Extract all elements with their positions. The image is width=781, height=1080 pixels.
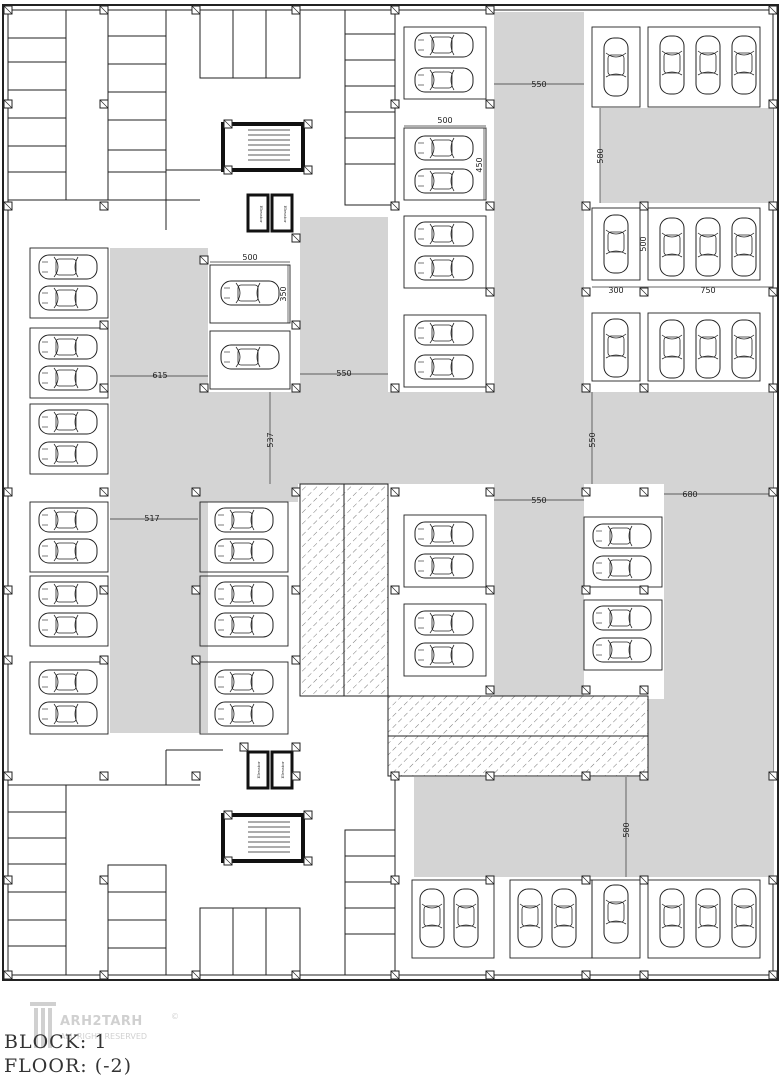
dim-550-mid: 550 — [336, 369, 351, 378]
dim-517: 517 — [144, 514, 159, 523]
block-label: BLOCK: 1 — [4, 1031, 108, 1053]
dim-350: 350 — [279, 286, 288, 301]
dim-500-top: 500 — [437, 116, 452, 125]
dim-550-top: 550 — [531, 80, 546, 89]
dimension-values: 550 500 450 580 500 300 750 500 350 615 … — [144, 80, 715, 838]
drawing-caption: BLOCK: 1 FLOOR: (-2) — [4, 1030, 132, 1078]
elevator-label: Elevator — [259, 205, 264, 222]
parking-bays — [29, 26, 761, 959]
ramps — [299, 483, 649, 777]
elevator-labels: Elevator Elevator Elevator Elevator — [256, 205, 288, 778]
copyright-mark: © — [171, 1012, 179, 1021]
stair-core-top — [165, 122, 305, 233]
floor-label: FLOOR: (-2) — [4, 1055, 133, 1077]
dim-500-right: 500 — [639, 236, 648, 251]
outer-wall — [2, 4, 779, 981]
elevator-label: Elevator — [280, 761, 285, 778]
dim-450: 450 — [475, 157, 484, 172]
dimension-lines — [110, 83, 773, 877]
dim-750: 750 — [700, 286, 715, 295]
parking-floor-plan: Elevator Elevator Elevator Elevator 550 … — [2, 4, 779, 981]
dim-500-left: 500 — [242, 253, 257, 262]
dim-550-low: 550 — [531, 496, 546, 505]
dim-550-right: 550 — [588, 432, 597, 447]
dim-580-top: 580 — [596, 148, 605, 163]
dim-615: 615 — [152, 371, 167, 380]
dim-300: 300 — [608, 286, 623, 295]
elevator-label: Elevator — [256, 761, 261, 778]
stair-core-bottom — [165, 749, 305, 863]
watermark-logo: ARH2TARH ALL RIGHT RESERVED © — [28, 1000, 188, 1055]
dim-580-bottom: 580 — [622, 822, 631, 837]
dim-537: 537 — [266, 432, 275, 447]
dim-680: 680 — [682, 490, 697, 499]
elevator-label: Elevator — [283, 205, 288, 222]
watermark-brand: ARH2TARH — [60, 1014, 143, 1029]
column-logo-icon — [30, 1002, 56, 1048]
watermark-rights: ALL RIGHT RESERVED — [60, 1032, 148, 1041]
